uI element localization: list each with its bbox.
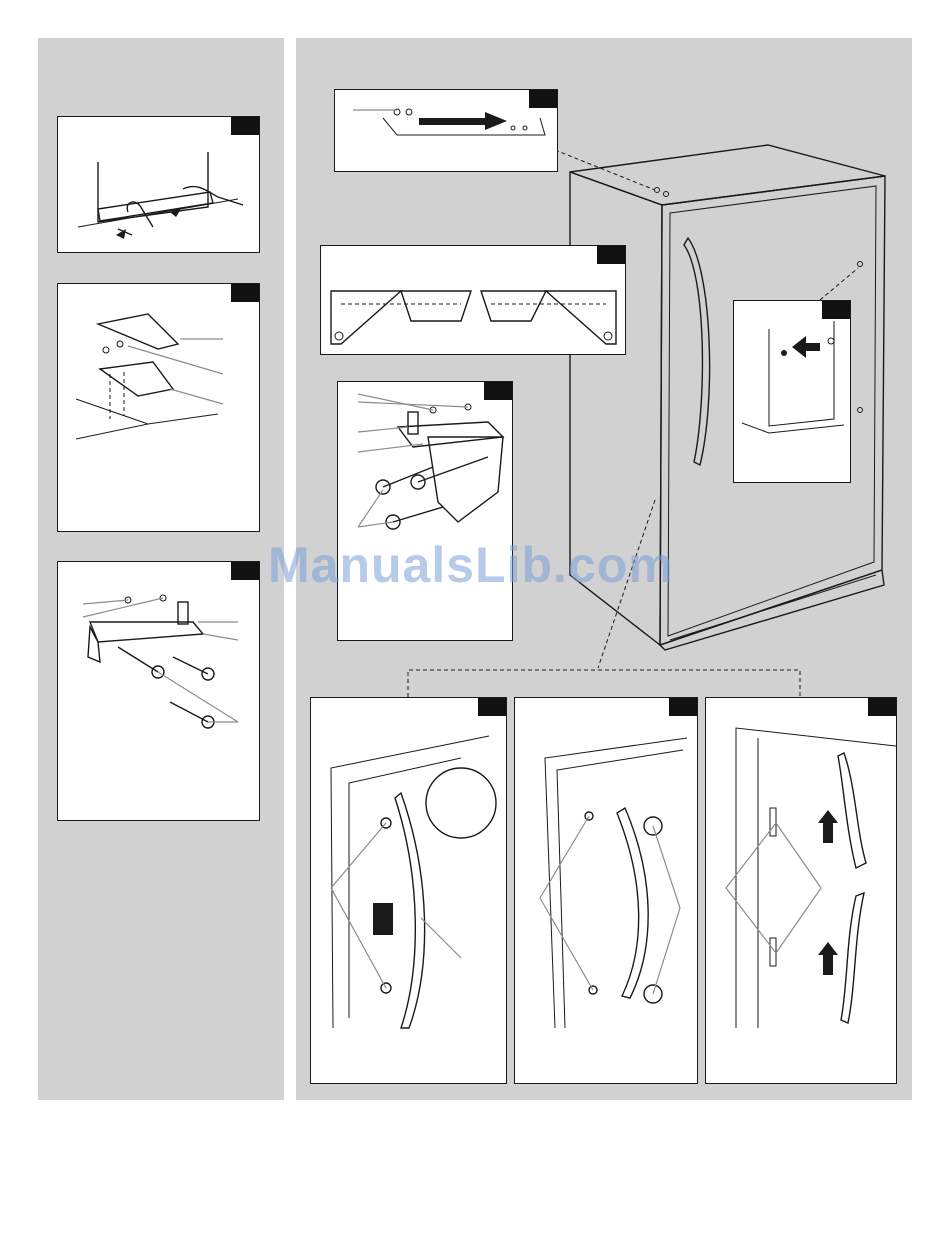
arrow-right-icon xyxy=(419,118,489,125)
watermark-text: ManualsLib.com xyxy=(268,536,674,594)
bracket-center-drawing xyxy=(338,382,513,641)
arrow-right-icon xyxy=(485,112,507,130)
door-stop-drawing xyxy=(734,301,851,483)
base-grille-drawing xyxy=(58,117,260,253)
handle-style-2-drawing xyxy=(515,698,698,1084)
figure-hinge-bracket-pair xyxy=(320,245,626,355)
figure-top-hinge-cover xyxy=(57,283,260,532)
figure-bottom-hinge-bracket-center xyxy=(337,381,513,641)
handle-style-3-drawing xyxy=(706,698,897,1084)
figure-base-grille-removal xyxy=(57,116,260,253)
hinge-cover-drawing xyxy=(58,284,260,532)
arrow-up-icon xyxy=(818,810,838,823)
figure-bottom-hinge-bracket-left xyxy=(57,561,260,821)
handle-style-1-drawing xyxy=(311,698,507,1084)
figure-handle-style-1 xyxy=(310,697,507,1084)
figure-handle-style-2 xyxy=(514,697,698,1084)
arrow-left-icon xyxy=(804,343,820,351)
figure-handle-style-3 xyxy=(705,697,897,1084)
arrow-up-icon xyxy=(818,942,838,955)
figure-door-stop-transfer xyxy=(733,300,851,483)
arrow-up-icon xyxy=(823,823,833,843)
arrow-up-icon xyxy=(823,955,833,975)
bracket-drawing xyxy=(58,562,260,821)
bracket-pair-drawing xyxy=(321,246,626,355)
plug-transfer-drawing xyxy=(335,90,558,172)
figure-hinge-hole-plug-transfer xyxy=(334,89,558,172)
arrow-left-icon xyxy=(792,336,806,358)
